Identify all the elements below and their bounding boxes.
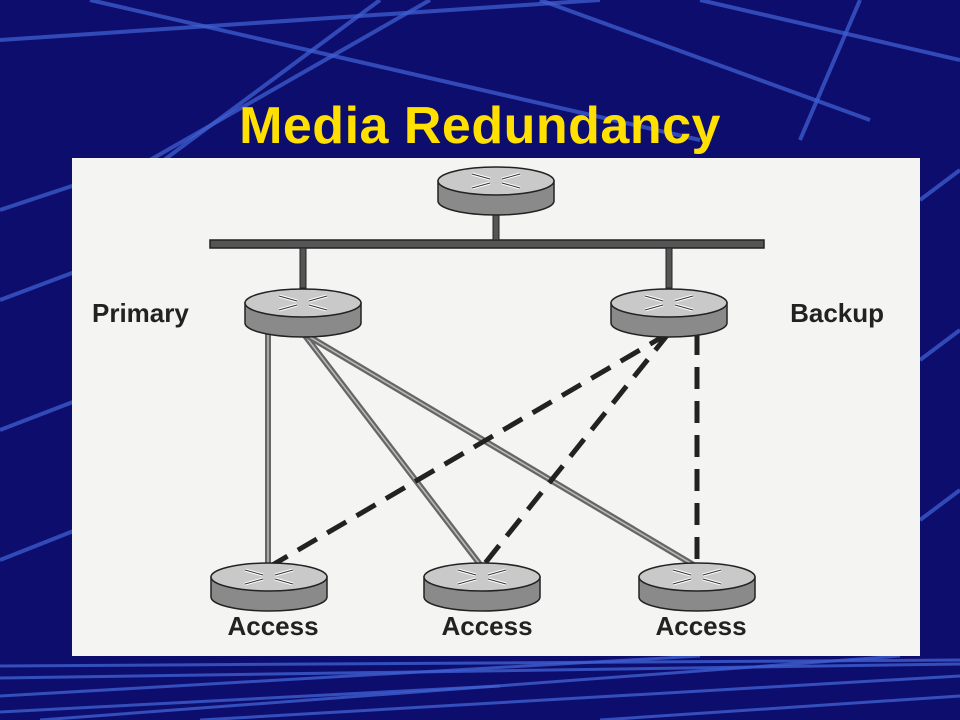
decor-line [89, 0, 701, 142]
footer-decor-line [0, 662, 960, 680]
slide-title: Media Redundancy [239, 97, 721, 155]
backbone-drop [299, 247, 307, 289]
decor-line [0, 528, 77, 562]
router-icon [610, 288, 728, 338]
router-icon [244, 288, 362, 338]
decor-line [699, 0, 960, 62]
decor-line [0, 398, 79, 432]
node-label-access2: Access [441, 611, 532, 641]
decor-line [918, 168, 960, 202]
decor-line [149, 0, 431, 162]
decor-line [0, 0, 601, 42]
link-highlight [302, 332, 698, 568]
footer-decor-line [599, 694, 960, 720]
backbone-drop [665, 247, 673, 289]
backbone-bus [209, 239, 765, 249]
router-icon [210, 562, 328, 612]
router-icon [423, 562, 541, 612]
decor-line [918, 328, 960, 362]
footer-decor-line [199, 674, 960, 720]
link-highlight [302, 332, 483, 568]
backup-link-access1 [267, 330, 671, 570]
node-label-backup: Backup [790, 298, 884, 328]
footer-band [0, 656, 960, 720]
router-icon [638, 562, 756, 612]
decor-line [798, 0, 862, 141]
backup-link-access2 [480, 331, 671, 569]
decor-line [0, 268, 81, 302]
router-icon [437, 166, 555, 216]
footer-decor-line [0, 656, 701, 698]
node-label-access1: Access [227, 611, 318, 641]
footer-decor-line [0, 684, 501, 714]
node-label-access3: Access [655, 611, 746, 641]
footer-decor-line [0, 658, 960, 668]
node-label-primary: Primary [92, 298, 189, 328]
decor-line [918, 488, 960, 522]
